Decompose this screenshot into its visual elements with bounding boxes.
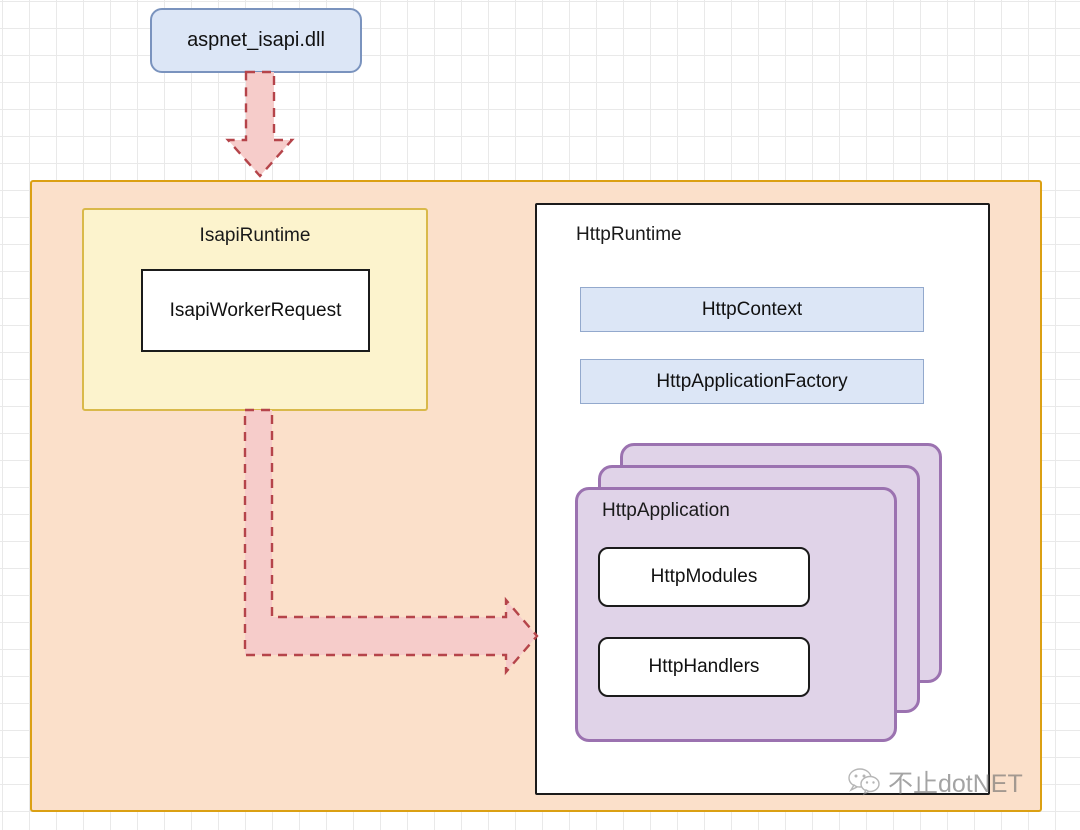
node-http-context-label: HttpContext	[701, 298, 803, 320]
watermark-text: 不止dotNET	[888, 770, 1023, 798]
isapi-runtime-title: IsapiRuntime	[199, 225, 311, 246]
node-http-handlers[interactable]: HttpHandlers	[598, 637, 810, 697]
wechat-icon	[848, 768, 880, 796]
http-application-stack-panel-1[interactable]	[575, 487, 897, 742]
node-http-modules-label: HttpModules	[650, 566, 758, 587]
node-http-modules[interactable]: HttpModules	[598, 547, 810, 607]
node-http-handlers-label: HttpHandlers	[648, 656, 760, 677]
node-aspnet-isapi-dll[interactable]: aspnet_isapi.dll	[150, 8, 362, 73]
node-http-application-factory[interactable]: HttpApplicationFactory	[580, 359, 924, 404]
http-application-title: HttpApplication	[602, 500, 730, 521]
arrow-aspnet-to-isapiruntime	[225, 70, 295, 178]
http-runtime-title: HttpRuntime	[576, 224, 682, 245]
node-http-application-factory-label: HttpApplicationFactory	[656, 370, 848, 392]
node-isapi-worker-request-label: IsapiWorkerRequest	[169, 299, 342, 321]
node-isapi-worker-request[interactable]: IsapiWorkerRequest	[141, 269, 370, 352]
node-http-context[interactable]: HttpContext	[580, 287, 924, 332]
node-aspnet-isapi-dll-label: aspnet_isapi.dll	[187, 29, 325, 51]
watermark: 不止dotNET	[848, 764, 1023, 800]
